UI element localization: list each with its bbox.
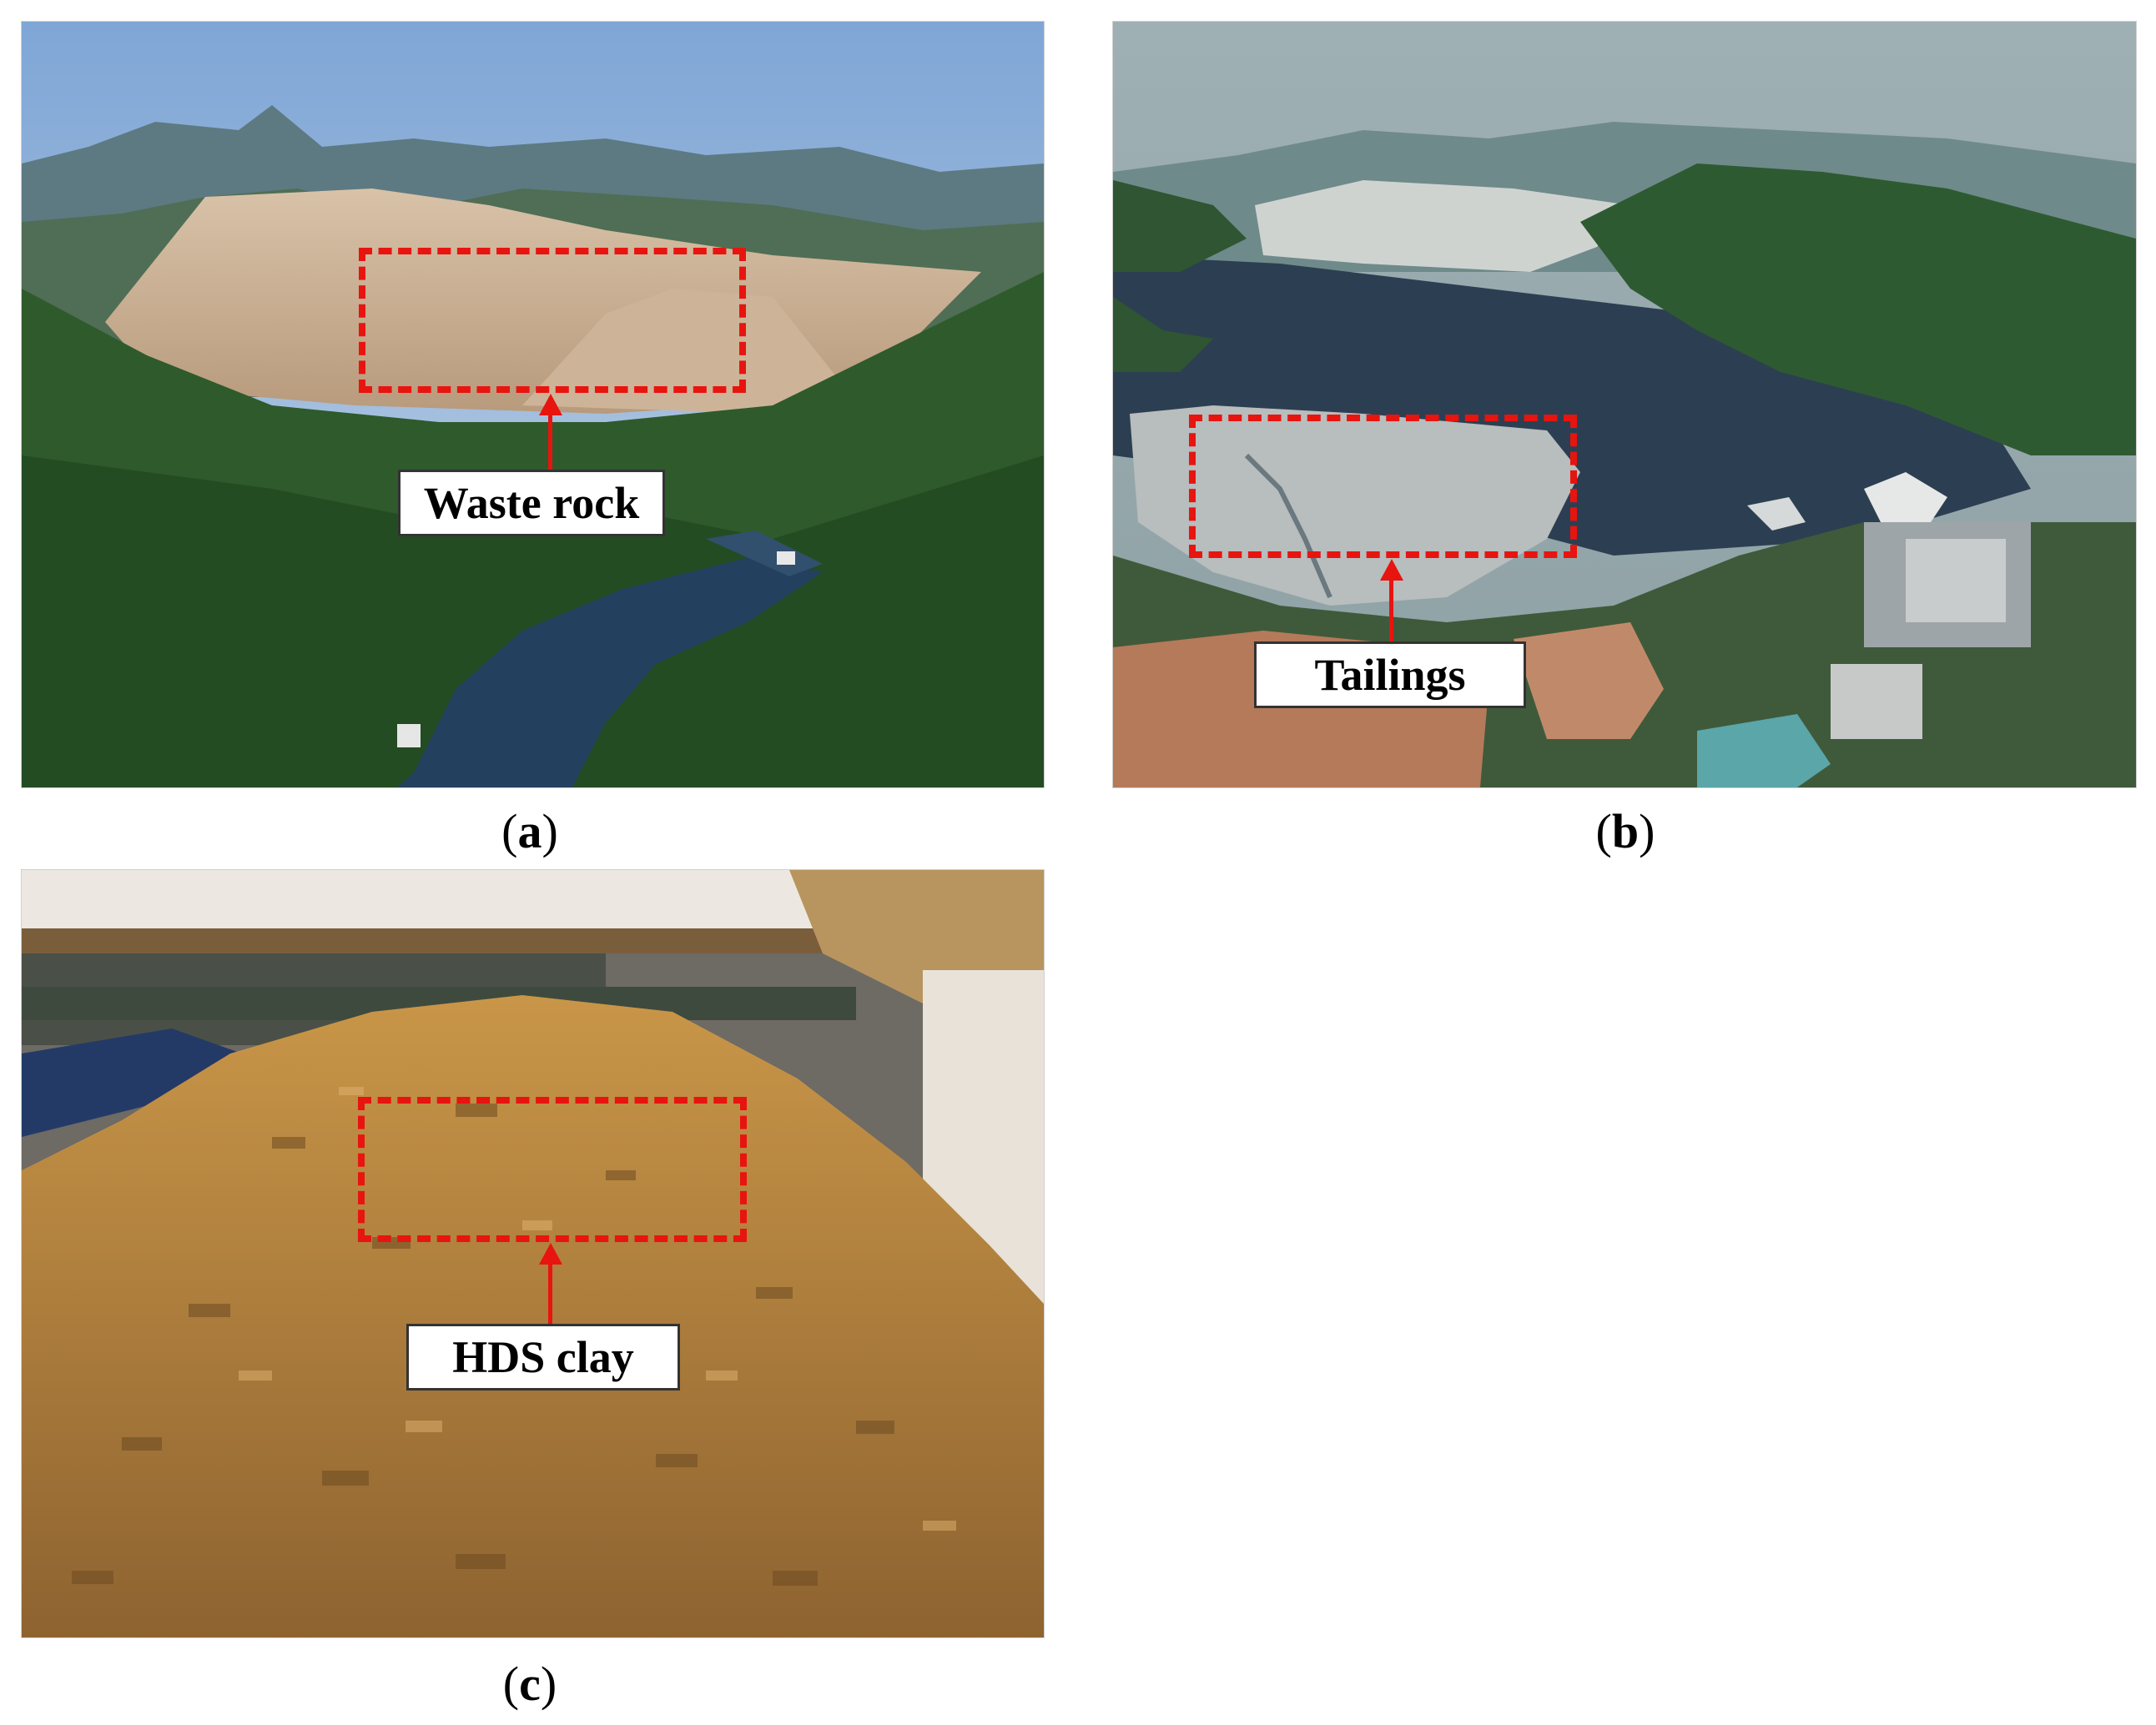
highlight-box-hds-clay (358, 1097, 747, 1242)
arrow-head-waste-rock (539, 394, 562, 415)
label-hds-clay: HDS clay (406, 1324, 680, 1391)
label-text-tailings: Tailings (1314, 650, 1466, 700)
label-text-hds-clay: HDS clay (452, 1332, 634, 1382)
arrow-head-hds-clay (539, 1243, 562, 1265)
caption-letter-c: c (519, 1657, 541, 1711)
caption-c: (c) (502, 1657, 557, 1711)
photo-hds-clay (21, 869, 1045, 1638)
highlight-box-tailings (1189, 415, 1577, 558)
caption-letter-a: a (517, 804, 542, 858)
photo-waste-rock (21, 21, 1045, 788)
arrow-head-tailings (1380, 559, 1403, 581)
arrow-line-waste-rock (548, 414, 552, 470)
caption-a: (a) (501, 804, 558, 858)
caption-b: (b) (1595, 804, 1655, 858)
highlight-box-waste-rock (359, 248, 746, 393)
arrow-line-tailings (1389, 579, 1393, 644)
caption-letter-b: b (1611, 804, 1640, 858)
label-tailings: Tailings (1254, 641, 1526, 708)
label-waste-rock: Waste rock (398, 470, 665, 536)
label-text-waste-rock: Waste rock (423, 478, 640, 528)
arrow-line-hds-clay (548, 1263, 552, 1326)
